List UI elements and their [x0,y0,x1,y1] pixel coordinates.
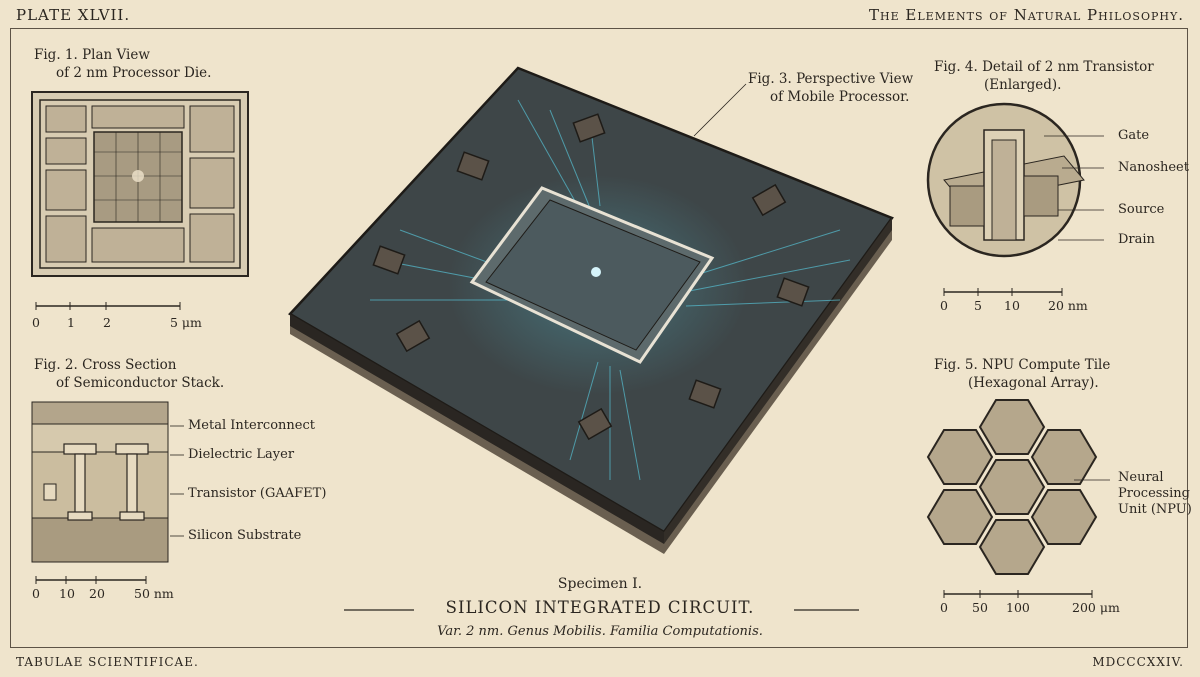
fig5-tick-1: 50 [972,600,988,615]
fig5-label-line3: Unit (NPU) [1118,502,1192,517]
footer-right: MDCCCXXIV. [1092,655,1184,669]
footer-left: TABULAE SCIENTIFICAE. [16,655,199,669]
fig2-label-metal-interconnect: Metal Interconnect [188,418,315,433]
fig5-tick-0: 0 [940,600,948,615]
fig3-leader [693,83,747,137]
fig5-caption-line2: (Hexagonal Array). [968,375,1099,391]
fig4-caption-line1: Fig. 4. Detail of 2 nm Transistor [934,59,1154,75]
fig1-tick-1: 1 [67,315,75,330]
fig1-caption-line2: of 2 nm Processor Die. [56,65,212,81]
fig2-tick-2: 20 [89,586,105,601]
fig5-hex-array [926,399,1110,575]
specimen-name: SILICON INTEGRATED CIRCUIT. [445,598,755,617]
fig4-label-nanosheet: Nanosheet [1118,160,1189,175]
specimen-number: Specimen I. [557,576,643,592]
fig4-transistor-detail [926,102,1104,258]
fig4-scale-bar: 0 5 10 20 nm [940,288,1088,313]
fig4-tick-1: 5 [974,298,982,313]
fig4-tick-2: 10 [1004,298,1020,313]
fig2-label-transistor: Transistor (GAAFET) [188,486,327,501]
fig5-tick-2: 100 [1006,600,1030,615]
fig3-caption-line2: of Mobile Processor. [770,89,910,105]
fig5-scale-bar: 0 50 100 200 μm [940,590,1120,615]
fig2-tick-0: 0 [32,586,40,601]
fig2-caption-line2: of Semiconductor Stack. [56,375,225,391]
fig1-caption: Fig. 1. Plan View of 2 nm Processor Die. [34,46,211,82]
fig5-label-line2: Processing [1118,486,1190,501]
fig2-label-dielectric-layer: Dielectric Layer [188,447,295,462]
fig1-tick-3: 5 μm [170,315,202,330]
fig5-tick-3: 200 μm [1072,600,1120,615]
fig1-caption-line1: Fig. 1. Plan View [34,47,150,63]
specimen-description: Var. 2 nm. Genus Mobilis. Familia Comput… [437,624,763,639]
fig4-label-source: Source [1118,202,1165,217]
fig1-scale-bar: 0 1 2 5 μm [32,302,202,330]
fig2-caption-line1: Fig. 2. Cross Section [34,357,177,373]
fig5-label-line1: Neural [1118,470,1164,485]
fig2-tick-1: 10 [59,586,75,601]
specimen-rule [344,609,859,611]
plate-title: The Elements of Natural Philosophy. [869,6,1184,24]
fig5-caption: Fig. 5. NPU Compute Tile (Hexagonal Arra… [934,356,1110,392]
fig2-caption: Fig. 2. Cross Section of Semiconductor S… [34,356,224,392]
fig2-label-silicon-substrate: Silicon Substrate [188,528,302,543]
fig2-leaders [170,425,184,537]
fig4-caption: Fig. 4. Detail of 2 nm Transistor (Enlar… [934,58,1154,94]
fig4-tick-3: 20 nm [1048,298,1088,313]
fig3-caption: Fig. 3. Perspective View of Mobile Proce… [748,70,913,106]
fig4-tick-0: 0 [940,298,948,313]
fig2-tick-3: 50 nm [134,586,174,601]
plate-frame [10,28,1188,648]
fig4-label-gate: Gate [1118,128,1150,143]
fig4-label-drain: Drain [1118,232,1155,247]
fig3-processor [288,66,894,554]
fig5-label: Neural Processing Unit (NPU) [1118,470,1192,518]
fig2-scale-bar: 0 10 20 50 nm [32,576,174,601]
fig1-die-plan [31,91,249,277]
fig1-tick-2: 2 [103,315,111,330]
fig4-caption-line2: (Enlarged). [984,77,1062,93]
fig2-cross-section [31,401,169,563]
plate-number: PLATE XLVII. [16,6,131,24]
fig3-caption-line1: Fig. 3. Perspective View [748,71,914,87]
fig1-tick-0: 0 [32,315,40,330]
fig5-caption-line1: Fig. 5. NPU Compute Tile [934,357,1111,373]
